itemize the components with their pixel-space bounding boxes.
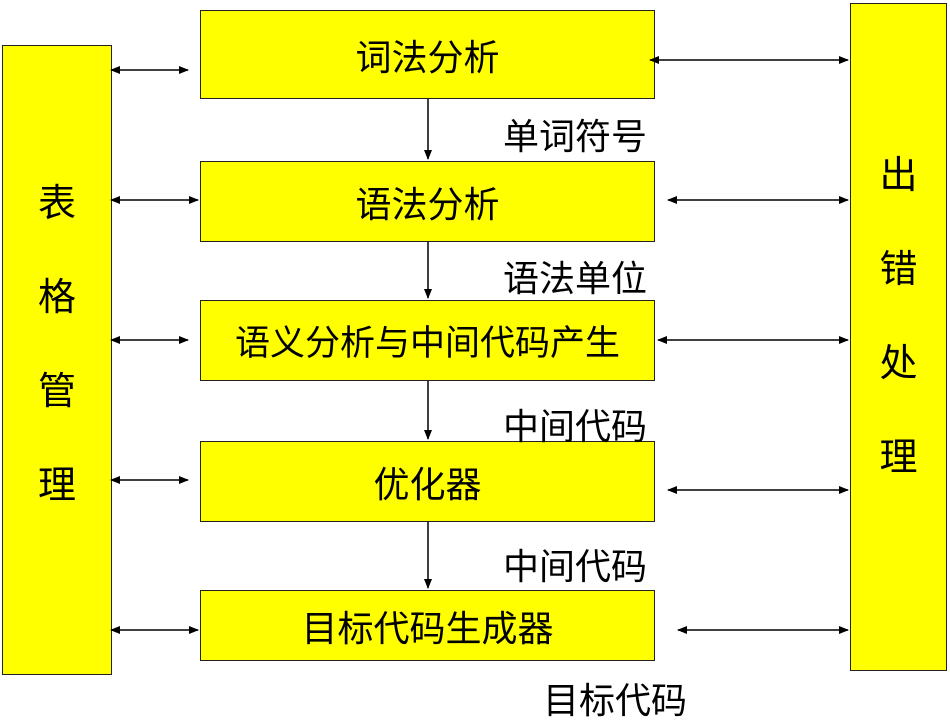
error-handling-char: 处	[879, 341, 918, 385]
flow-label-intermediate-code-2: 中间代码	[503, 547, 648, 588]
stage-code-generator: 目标代码生成器	[200, 590, 655, 661]
error-handling-panel: 出 错 处 理	[850, 3, 947, 671]
flow-label-target-code: 目标代码	[543, 681, 688, 722]
table-management-panel: 表 格 管 理	[2, 45, 112, 675]
flow-label-syntax-units: 语法单位	[503, 259, 648, 300]
error-handling-char: 出	[879, 153, 918, 197]
error-handling-char: 错	[879, 247, 918, 291]
stage-lexical-analysis: 词法分析	[200, 10, 655, 99]
error-handling-char: 理	[879, 435, 918, 479]
stage-semantic-analysis: 语义分析与中间代码产生	[200, 300, 655, 381]
flow-label-intermediate-code-1: 中间代码	[503, 407, 648, 448]
stage-optimizer: 优化器	[200, 441, 655, 522]
table-management-char: 格	[37, 275, 76, 319]
table-management-char: 管	[37, 369, 76, 413]
table-management-char: 表	[37, 181, 76, 225]
stage-syntax-analysis: 语法分析	[200, 161, 655, 242]
table-management-char: 理	[37, 463, 76, 507]
flow-label-tokens: 单词符号	[503, 117, 648, 158]
